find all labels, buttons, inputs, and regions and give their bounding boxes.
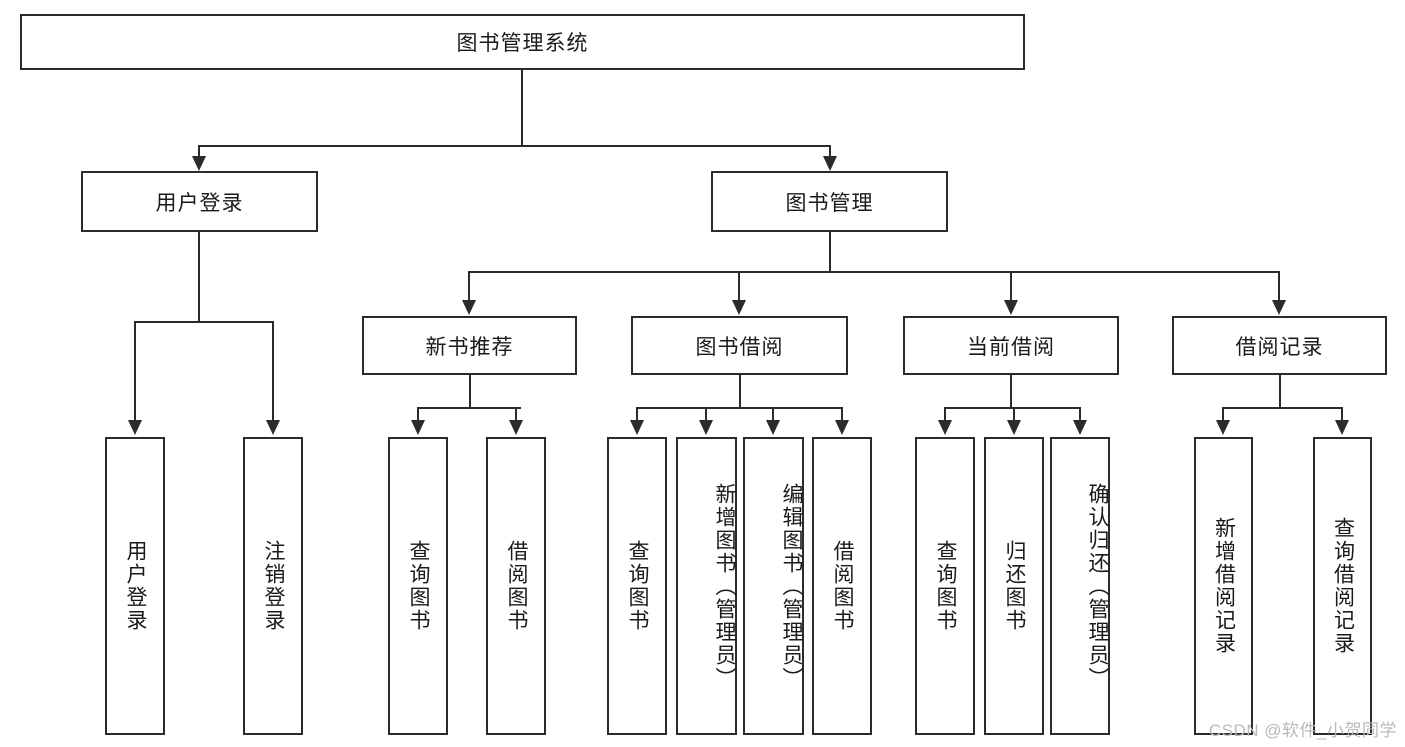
connector-book-borrow-bus: [636, 407, 842, 409]
node-new-book-recommend-label: 新书推荐: [425, 335, 514, 359]
node-leaf-query-book-2-label: 查询图书: [626, 540, 650, 632]
node-book-borrow[interactable]: 图书借阅: [631, 316, 848, 375]
connector-cb-3: [1079, 407, 1081, 421]
node-book-manage[interactable]: 图书管理: [711, 171, 948, 232]
node-root-label: 图书管理系统: [456, 32, 589, 55]
node-leaf-query-book-1[interactable]: 查询图书: [388, 437, 448, 735]
node-leaf-confirm-return-label: 确认归还（管理员）: [1086, 482, 1109, 690]
connector-root-to-book-manage: [829, 145, 831, 157]
connector-nb-left: [417, 407, 419, 421]
node-leaf-query-record[interactable]: 查询借阅记录: [1313, 437, 1372, 735]
node-leaf-query-book-3-label: 查询图书: [934, 540, 958, 632]
connector-bm-to-book-borrow: [738, 271, 740, 301]
arrowhead-leaf-query-book-3: [938, 420, 952, 435]
node-leaf-borrow-book-1-label: 借阅图书: [505, 540, 529, 632]
arrowhead-new-book-rec: [462, 300, 476, 315]
connector-borrow-record-bus: [1222, 407, 1342, 409]
node-leaf-edit-book-label: 编辑图书（管理员）: [780, 482, 803, 690]
connector-borrow-record-stem: [1279, 375, 1281, 408]
arrowhead-leaf-user-login: [128, 420, 142, 435]
connector-bm-to-current-borrow: [1010, 271, 1012, 301]
connector-book-manage-bus: [468, 271, 1280, 273]
arrowhead-book-manage: [823, 156, 837, 171]
connector-root-stem: [521, 70, 523, 146]
arrowhead-leaf-query-book-1: [411, 420, 425, 435]
node-user-login[interactable]: 用户登录: [81, 171, 318, 232]
node-leaf-return-book-label: 归还图书: [1003, 540, 1027, 632]
node-book-manage-label: 图书管理: [785, 191, 874, 215]
connector-cb-2: [1013, 407, 1015, 421]
connector-nb-right: [515, 407, 517, 421]
connector-bm-to-new-book: [468, 271, 470, 301]
connector-new-book-bus: [417, 407, 521, 409]
node-new-book-recommend[interactable]: 新书推荐: [362, 316, 577, 375]
node-leaf-add-book-label: 新增图书（管理员）: [713, 482, 736, 690]
arrowhead-borrow-record: [1272, 300, 1286, 315]
connector-bb-1: [636, 407, 638, 421]
node-leaf-edit-book[interactable]: 编辑图书（管理员）: [743, 437, 804, 735]
arrowhead-leaf-query-record: [1335, 420, 1349, 435]
node-leaf-return-book[interactable]: 归还图书: [984, 437, 1044, 735]
connector-bb-4: [841, 407, 843, 421]
connector-book-borrow-stem: [739, 375, 741, 408]
connector-br-left: [1222, 407, 1224, 421]
arrowhead-leaf-logout: [266, 420, 280, 435]
node-borrow-record[interactable]: 借阅记录: [1172, 316, 1387, 375]
node-leaf-borrow-book-2[interactable]: 借阅图书: [812, 437, 872, 735]
connector-bb-3: [772, 407, 774, 421]
arrowhead-leaf-confirm-return: [1073, 420, 1087, 435]
node-leaf-add-record-label: 新增借阅记录: [1212, 517, 1236, 655]
node-current-borrow[interactable]: 当前借阅: [903, 316, 1119, 375]
node-leaf-query-book-3[interactable]: 查询图书: [915, 437, 975, 735]
connector-user-login-left: [134, 321, 136, 421]
arrowhead-leaf-borrow-book-2: [835, 420, 849, 435]
node-borrow-record-label: 借阅记录: [1235, 335, 1324, 359]
arrowhead-leaf-add-book: [699, 420, 713, 435]
node-leaf-borrow-book-2-label: 借阅图书: [831, 540, 855, 632]
node-leaf-add-book[interactable]: 新增图书（管理员）: [676, 437, 737, 735]
connector-new-book-stem: [469, 375, 471, 408]
connector-user-login-right: [272, 321, 274, 421]
node-leaf-borrow-book-1[interactable]: 借阅图书: [486, 437, 546, 735]
node-leaf-user-login[interactable]: 用户登录: [105, 437, 165, 735]
node-leaf-confirm-return[interactable]: 确认归还（管理员）: [1050, 437, 1110, 735]
node-leaf-query-book-2[interactable]: 查询图书: [607, 437, 667, 735]
arrowhead-user-login: [192, 156, 206, 171]
node-leaf-add-record[interactable]: 新增借阅记录: [1194, 437, 1253, 735]
arrowhead-leaf-query-book-2: [630, 420, 644, 435]
node-current-borrow-label: 当前借阅: [967, 335, 1055, 359]
node-leaf-logout-label: 注销登录: [262, 540, 286, 632]
connector-current-borrow-stem: [1010, 375, 1012, 408]
connector-cb-1: [944, 407, 946, 421]
arrowhead-book-borrow: [732, 300, 746, 315]
connector-root-to-user-login: [198, 145, 200, 157]
node-book-borrow-label: 图书借阅: [695, 335, 784, 359]
connector-user-login-stem: [198, 232, 200, 322]
node-leaf-query-book-1-label: 查询图书: [407, 540, 431, 632]
node-root[interactable]: 图书管理系统: [20, 14, 1025, 70]
connector-current-borrow-bus: [944, 407, 1080, 409]
node-leaf-logout[interactable]: 注销登录: [243, 437, 303, 735]
arrowhead-leaf-borrow-book-1: [509, 420, 523, 435]
node-leaf-query-record-label: 查询借阅记录: [1331, 517, 1355, 655]
node-user-login-label: 用户登录: [155, 191, 244, 215]
arrowhead-leaf-return-book: [1007, 420, 1021, 435]
node-leaf-user-login-label: 用户登录: [124, 540, 148, 632]
arrowhead-leaf-add-record: [1216, 420, 1230, 435]
connector-book-manage-stem: [829, 232, 831, 272]
connector-bm-to-borrow-record: [1278, 271, 1280, 301]
watermark-text: CSDN @软件_小贺同学: [1208, 721, 1397, 740]
connector-br-right: [1341, 407, 1343, 421]
connector-bb-2: [705, 407, 707, 421]
connector-root-bus: [198, 145, 830, 147]
arrowhead-leaf-edit-book: [766, 420, 780, 435]
connector-user-login-bus: [134, 321, 272, 323]
arrowhead-current-borrow: [1004, 300, 1018, 315]
